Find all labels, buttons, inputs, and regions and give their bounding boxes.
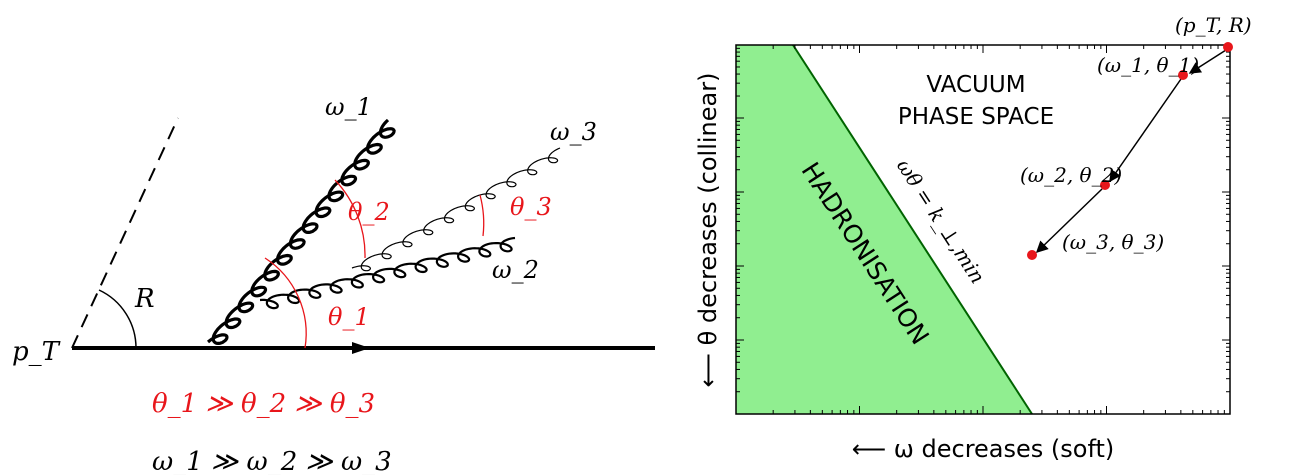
vacuum-label-line2: PHASE SPACE [898,104,1054,130]
jet-radius-dashed-line [71,117,179,349]
arrow-2-to-3 [1035,188,1103,254]
x-axis-label: ⟵ ω decreases (soft) [852,435,1115,463]
pt-label: p_T [12,337,61,367]
omega2-label: ω_2 [492,256,539,284]
gluon-omega1 [206,118,396,345]
lund-plane-plot [735,42,1233,415]
point-pt-R [1223,42,1233,52]
theta2-arc [334,179,366,259]
point-label-2: (ω_2, θ_2) [1020,163,1122,187]
omega-ordering: ω_1 ≫ ω_2 ≫ ω_3 [152,447,392,475]
point-label-1: (ω_1, θ_1) [1097,53,1199,77]
theta3-label: θ_3 [510,193,552,221]
point-omega3-theta3 [1027,250,1037,260]
boundary-line [792,44,1033,415]
point-omega1-theta1 [1178,70,1188,80]
R-angle-arc [98,289,137,349]
vacuum-label-line1: VACUUM [926,72,1025,98]
jet-diagram [71,117,655,354]
theta1-arc [264,257,307,349]
gluon-omega2 [259,236,516,310]
point-omega2-theta2 [1100,180,1110,190]
jet-axis-arrow-icon [352,342,370,354]
omega1-label: ω_1 [325,93,372,121]
theta-ordering: θ_1 ≫ θ_2 ≫ θ_3 [152,389,375,419]
arrow-pt-to-1 [1188,49,1227,74]
gluon-omega3 [351,147,561,272]
y-axis-label: ⟵ θ decreases (collinear) [694,73,722,388]
point-label-pt-R: (p_T, R) [1175,13,1252,37]
omega3-label: ω_3 [550,118,597,146]
arrow-1-to-2 [1109,78,1182,183]
theta1-label: θ_1 [328,303,370,331]
point-label-3: (ω_3, θ_3) [1062,230,1164,254]
theta3-arc [479,194,485,237]
theta2-label: θ_2 [348,198,390,226]
R-label: R [134,284,155,314]
hadronisation-region [736,45,1032,414]
